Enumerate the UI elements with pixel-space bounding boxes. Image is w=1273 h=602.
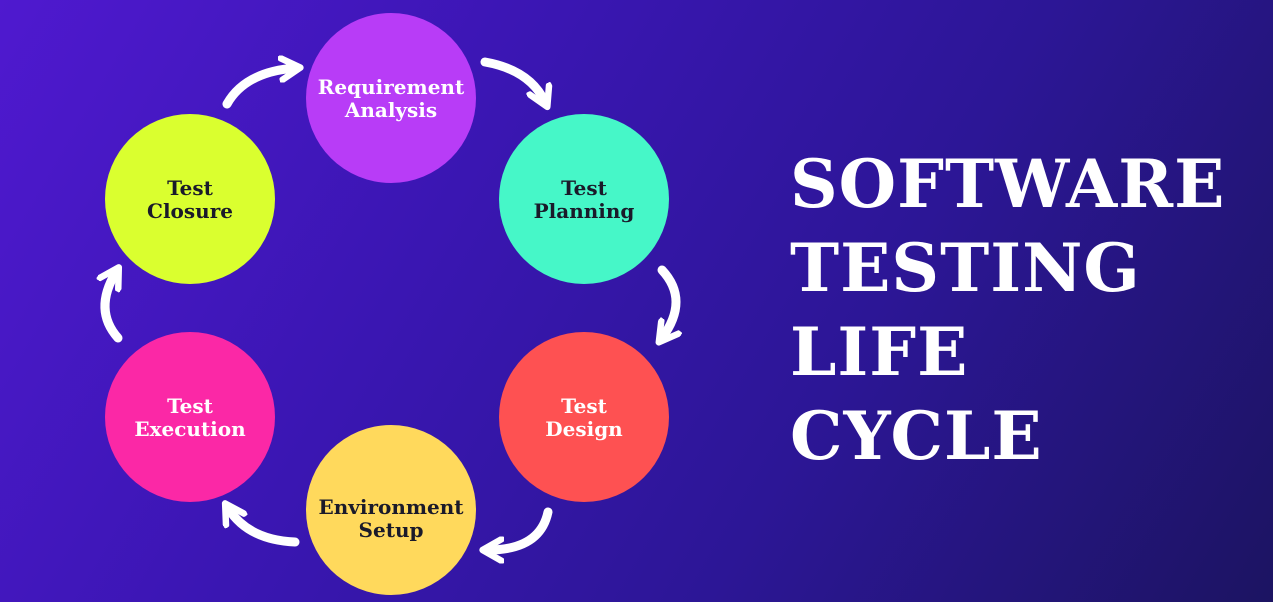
flow-arrow-design-to-setup [488, 507, 553, 550]
phase-label-line: Execution [134, 417, 246, 441]
phase-label-line: Design [545, 417, 623, 441]
phase-label-line: Environment [318, 495, 464, 519]
flow-arrow-setup-to-execution [228, 508, 300, 547]
phase-label-line: Test [167, 394, 213, 418]
flow-arrow-planning-to-design [662, 265, 676, 338]
phase-label-test-closure: Test Closure [105, 177, 275, 223]
flow-arrow-execution-to-closure [105, 272, 123, 343]
phase-label-line: Analysis [344, 98, 438, 122]
phase-label-line: Test [561, 394, 607, 418]
page-title: SOFTWARE TESTING LIFE CYCLE [790, 142, 1225, 478]
phase-circle-test-closure [105, 114, 275, 284]
phase-label-line: Test [167, 176, 213, 200]
phase-circle-test-execution [105, 332, 275, 502]
phase-label-requirement-analysis: Requirement Analysis [306, 76, 476, 122]
phase-label-line: Test [561, 176, 607, 200]
phase-circle-environment-setup [306, 425, 476, 595]
phase-label-line: Requirement [317, 75, 465, 99]
title-line: SOFTWARE [790, 145, 1226, 223]
phase-label-test-design: Test Design [499, 395, 669, 441]
phase-label-line: Setup [358, 518, 424, 542]
flow-arrow-closure-to-analysis [222, 68, 295, 109]
flow-arrow-analysis-to-planning [480, 57, 545, 102]
title-line: LIFE [790, 313, 969, 391]
phase-circle-test-planning [499, 114, 669, 284]
title-line: TESTING [790, 229, 1141, 307]
title-line: CYCLE [790, 397, 1043, 475]
phase-label-environment-setup: Environment Setup [306, 496, 476, 542]
phase-circle-test-design [499, 332, 669, 502]
phase-label-test-planning: Test Planning [499, 177, 669, 223]
phase-label-line: Closure [147, 199, 233, 223]
phase-label-test-execution: Test Execution [105, 395, 275, 441]
phase-label-line: Planning [533, 199, 635, 223]
phase-circle-requirement-analysis [306, 13, 476, 183]
